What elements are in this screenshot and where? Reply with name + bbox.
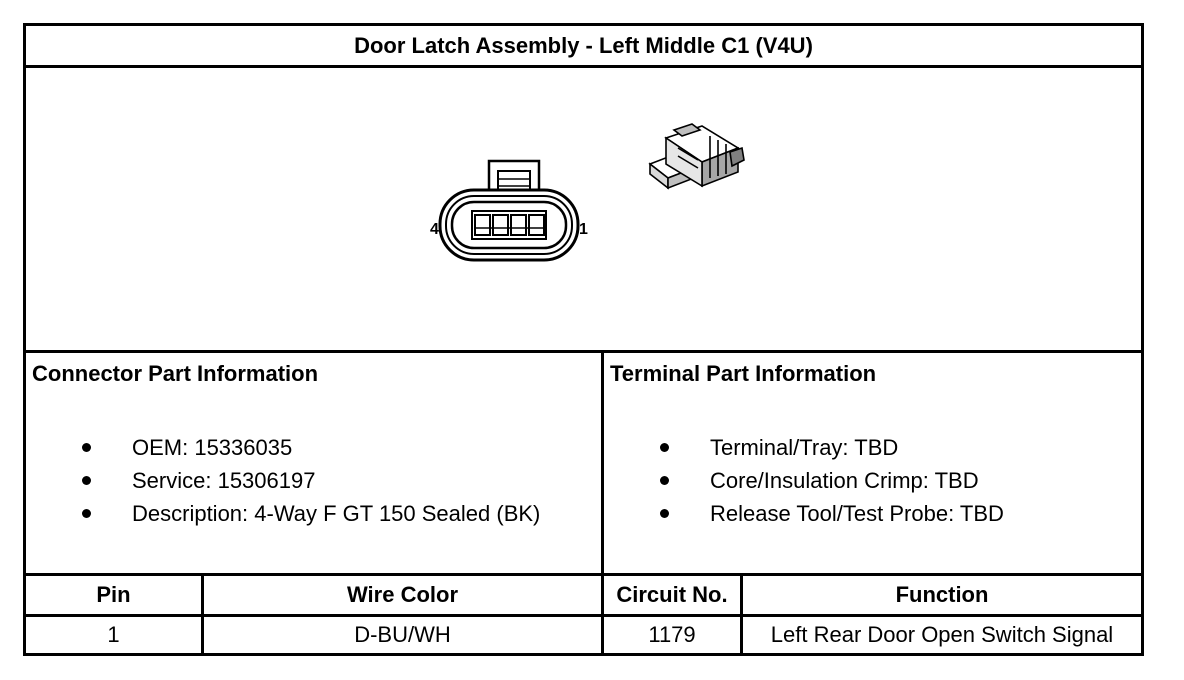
connector-diagram: 4 1 (26, 68, 1141, 353)
bullet-icon (82, 476, 91, 485)
header-function: Function (895, 582, 989, 607)
list-item: Service: 15306197 (82, 464, 540, 497)
terminal-release-tool: Release Tool/Test Probe: TBD (710, 501, 1004, 526)
bullet-icon (660, 476, 669, 485)
pin-4-label: 4 (430, 221, 439, 238)
connector-face-view (438, 159, 580, 262)
header-circuit-no: Circuit No. (616, 582, 728, 607)
page-title: Door Latch Assembly - Left Middle C1 (V4… (26, 26, 1141, 68)
bullet-icon (660, 509, 669, 518)
connector-part-info: Connector Part Information OEM: 15336035… (26, 353, 604, 573)
cell-function: Left Rear Door Open Switch Signal (770, 622, 1114, 647)
header-pin: Pin (96, 582, 131, 607)
connector-info-heading: Connector Part Information (32, 361, 319, 386)
connector-info-list: OEM: 15336035 Service: 15306197 Descript… (82, 431, 540, 530)
table-divider (26, 614, 1141, 617)
connector-oem: OEM: 15336035 (132, 435, 293, 460)
pin-1-label: 1 (579, 221, 588, 238)
bullet-icon (82, 443, 91, 452)
connector-sheet: Door Latch Assembly - Left Middle C1 (V4… (23, 23, 1144, 656)
terminal-info-list: Terminal/Tray: TBD Core/Insulation Crimp… (660, 431, 1004, 530)
list-item: Release Tool/Test Probe: TBD (660, 497, 1004, 530)
terminal-crimp: Core/Insulation Crimp: TBD (710, 468, 979, 493)
table-divider (601, 576, 604, 653)
list-item: Terminal/Tray: TBD (660, 431, 1004, 464)
table-divider (740, 576, 743, 653)
cell-wire-color: D-BU/WH (354, 622, 451, 647)
cell-circuit-no: 1179 (648, 622, 696, 647)
connector-face-drawing: 4 1 (430, 123, 745, 262)
connector-description: Description: 4-Way F GT 150 Sealed (BK) (132, 501, 541, 526)
terminal-info-heading: Terminal Part Information (610, 361, 877, 386)
terminal-tray: Terminal/Tray: TBD (710, 435, 899, 460)
header-wire-color: Wire Color (346, 582, 459, 607)
pin-table: Pin Wire Color Circuit No. Function 1 D-… (26, 573, 1141, 653)
connector-3d-illustration (648, 123, 745, 190)
bullet-icon (82, 509, 91, 518)
list-item: Description: 4-Way F GT 150 Sealed (BK) (82, 497, 540, 530)
list-item: Core/Insulation Crimp: TBD (660, 464, 1004, 497)
table-divider (201, 576, 204, 653)
bullet-icon (660, 443, 669, 452)
terminal-part-info: Terminal Part Information Terminal/Tray:… (604, 353, 1141, 573)
connector-service: Service: 15306197 (132, 468, 316, 493)
cell-pin: 1 (107, 622, 120, 647)
list-item: OEM: 15336035 (82, 431, 540, 464)
